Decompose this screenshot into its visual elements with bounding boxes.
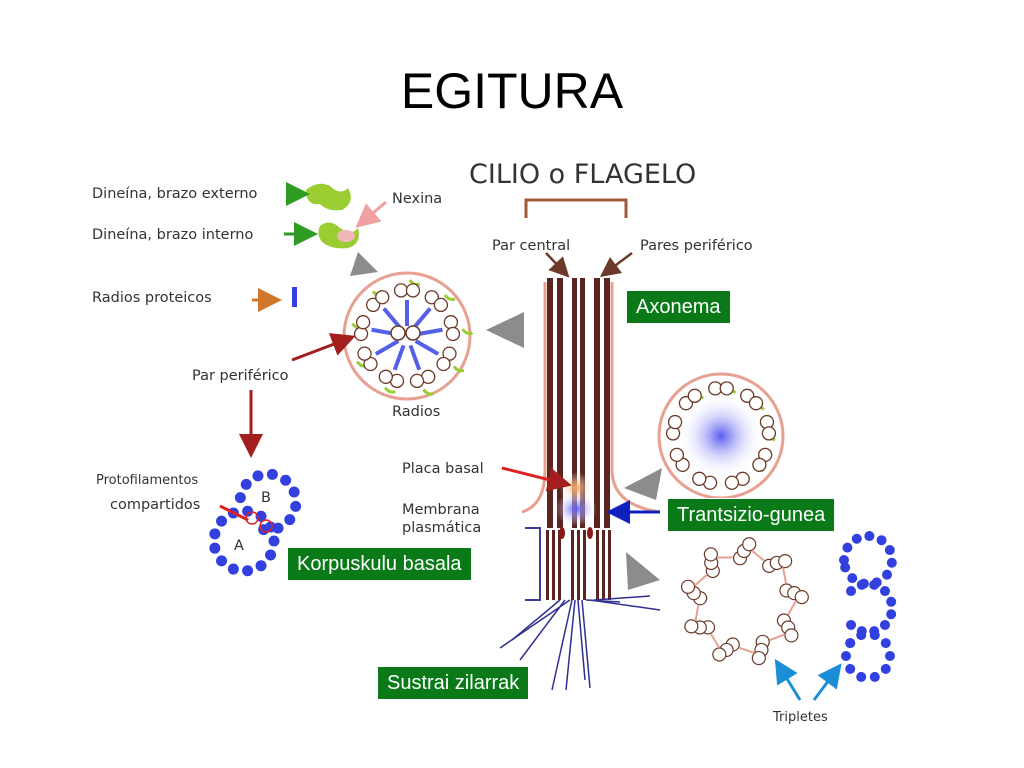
label-basal-plate: Placa basal: [402, 461, 484, 477]
label-dynein-inner: Dineína, brazo interno: [92, 227, 253, 243]
label-membrane-2: plasmática: [402, 520, 481, 536]
callout-rootlets: Sustrai zilarrak: [377, 666, 530, 700]
label-peripheral-pairs: Pares periférico: [640, 238, 753, 254]
arrow-triplets-left: [774, 658, 802, 701]
label-radial-spokes: Radios proteicos: [92, 290, 212, 306]
transition-cross-section: [657, 372, 785, 500]
arrow-peripheral-pairs: [600, 252, 633, 277]
doublet-detail: [209, 468, 302, 577]
callout-transition-zone: Trantsizio-gunea: [667, 498, 836, 532]
label-protofilaments-2: compartidos: [110, 497, 200, 513]
label-tubule-b: B: [261, 490, 271, 506]
triplet-detail: [839, 531, 897, 682]
callout-axonema: Axonema: [626, 290, 731, 324]
nexin-link: [337, 230, 355, 242]
arrow-peripheral-pair: [291, 333, 356, 362]
label-membrane-1: Membrana: [402, 502, 480, 518]
spoke-sample: [292, 287, 297, 307]
axoneme-bracket: [524, 198, 628, 218]
arrow-nexin: [355, 200, 387, 228]
label-tubule-a: A: [234, 538, 244, 554]
label-triplets: Tripletes: [772, 710, 828, 725]
dynein-outer-arm: [306, 183, 351, 211]
label-dynein-outer: Dineína, brazo externo: [92, 186, 258, 202]
label-central-pair: Par central: [492, 238, 570, 254]
arrow-protofilaments: [219, 504, 249, 522]
basal-body-cross-section: [680, 537, 809, 666]
arrow-central-pair: [545, 252, 570, 278]
gray-arrow-axoneme: [486, 312, 524, 348]
diagram-heading: CILIO o FLAGELO: [469, 159, 696, 190]
gray-arrow-transition: [624, 468, 662, 500]
axoneme-cross-section: [342, 271, 474, 401]
gray-arrow-detail: [350, 252, 378, 276]
arrow-basal-plate: [501, 466, 572, 492]
gray-arrow-basal: [626, 552, 660, 590]
arrow-triplets-right: [812, 663, 842, 701]
callout-basal-body: Korpuskulu basala: [287, 547, 472, 581]
basal-bracket: [525, 527, 541, 601]
label-spokes: Radios: [392, 404, 440, 420]
label-nexin: Nexina: [392, 191, 442, 207]
label-peripheral-pair: Par periférico: [192, 368, 289, 384]
label-protofilaments-1: Protofilamentos: [96, 473, 198, 488]
slide-title: EGITURA: [400, 63, 624, 119]
